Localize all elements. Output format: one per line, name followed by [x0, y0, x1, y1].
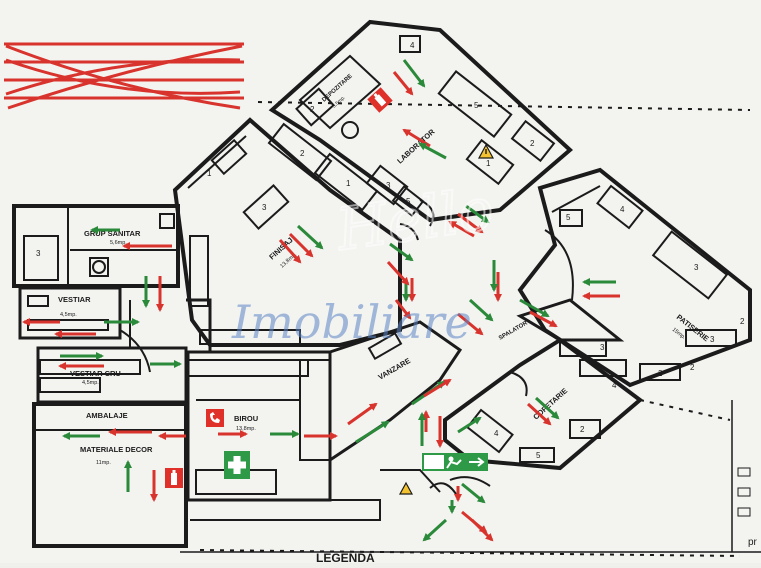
equipment-number: 1 — [346, 179, 351, 188]
equipment-number: 2 — [690, 363, 695, 372]
red-evacuation-arrow — [529, 310, 558, 328]
boundary-dashes — [199, 101, 751, 557]
green-evacuation-arrow — [389, 242, 414, 262]
patiserie-walls — [517, 167, 752, 388]
red-evacuation-arrow — [457, 312, 484, 336]
fire-extinguisher-icon — [367, 87, 393, 113]
equipment-number: 4 — [612, 381, 617, 390]
room-area-birou: 13,8mp. — [236, 426, 256, 432]
green-evacuation-arrow — [418, 142, 447, 160]
legend-strip: LEGENDA pr — [180, 400, 761, 565]
equipment-number: 5 — [536, 451, 541, 460]
legend-fragment: pr — [748, 537, 758, 548]
green-evacuation-arrow — [519, 298, 550, 318]
red-evacuation-arrow — [278, 238, 302, 264]
equipment-number: 3 — [262, 203, 267, 212]
red-evacuation-arrow — [386, 260, 410, 286]
room-area-grup-sanitar: 5,6mp. — [110, 240, 127, 246]
first-aid-icon — [224, 451, 250, 479]
equipment-number: 1 — [207, 169, 212, 178]
red-evacuation-arrow — [394, 299, 412, 320]
evacuation-arrows — [22, 59, 620, 542]
green-evacuation-arrow — [296, 224, 324, 250]
fire-extinguisher-icon — [165, 468, 183, 488]
equipment-number: 4 — [620, 205, 625, 214]
green-evacuation-arrow — [465, 204, 490, 224]
equipment-number: 3 — [710, 335, 715, 344]
green-evacuation-arrow — [461, 482, 486, 504]
room-label-materiale-decor: MATERIALE DECOR — [80, 445, 153, 454]
cofetarie-walls — [443, 298, 644, 471]
hazard-warning-icon — [398, 481, 414, 495]
red-crossout-mark — [4, 42, 244, 110]
room-area-vestiar: 4,5mp. — [60, 312, 77, 318]
red-evacuation-arrow — [461, 510, 488, 534]
hazard-warning-icon — [477, 143, 495, 159]
green-evacuation-arrow — [355, 420, 390, 444]
red-evacuation-arrow — [457, 212, 484, 234]
equipment-number: 5 — [474, 101, 479, 110]
green-evacuation-arrow — [457, 416, 482, 434]
equipment-number: 3 — [386, 181, 391, 190]
room-label-birou: BIROU — [234, 414, 258, 423]
room-label-grup-sanitar: GRUP SANITAR — [84, 229, 141, 238]
equipment-number: 3 — [36, 249, 41, 258]
left-wing-fixtures — [23, 213, 331, 495]
laborator-walls — [268, 19, 574, 241]
equipment-number: 3 — [600, 343, 605, 352]
equipment-number: 4 — [494, 429, 499, 438]
legend-title: LEGENDA — [316, 551, 375, 563]
equipment-number: 1 — [486, 159, 491, 168]
equipment-number: 2 — [740, 317, 745, 326]
red-evacuation-arrow — [288, 232, 314, 258]
watermark-line2: Imobiliare — [231, 295, 472, 349]
room-label-vestiar: VESTIAR — [58, 295, 91, 304]
equipment-number: 2 — [530, 139, 535, 148]
equipment-number: 2 — [658, 369, 663, 378]
green-evacuation-arrow — [422, 518, 448, 542]
green-evacuation-arrow — [534, 396, 560, 420]
equipment-number: 4 — [410, 41, 415, 50]
green-evacuation-arrow — [468, 298, 494, 322]
red-evacuation-arrow — [392, 71, 414, 96]
red-evacuation-arrow — [448, 220, 475, 238]
fire-phone-icon — [206, 409, 224, 427]
equipment-number: 3 — [694, 263, 699, 272]
equipment-number: 5 — [406, 197, 411, 206]
red-evacuation-arrow — [347, 402, 378, 426]
room-area-vestiar-cru: 4,5mp. — [82, 380, 99, 386]
room-label-vestiar-cru: VESTIAR CRU — [70, 369, 121, 378]
red-evacuation-arrow — [526, 402, 552, 426]
room-area-materiale-decor: 11mp. — [96, 460, 111, 466]
green-evacuation-arrow — [402, 59, 426, 88]
equipment-number: 2 — [300, 149, 305, 158]
equipment-number: 2 — [310, 105, 315, 114]
emergency-exit-icon — [422, 453, 488, 471]
room-label-ambalaje: AMBALAJE — [86, 411, 128, 420]
equipment-number: 5 — [566, 213, 571, 222]
equipment-number: 2 — [580, 425, 585, 434]
red-evacuation-arrow — [423, 378, 452, 398]
equipment-numbers: 3 1 3 2 1 4 5 2 1 2 3 5 5 4 3 3 2 2 3 4 … — [36, 41, 745, 460]
